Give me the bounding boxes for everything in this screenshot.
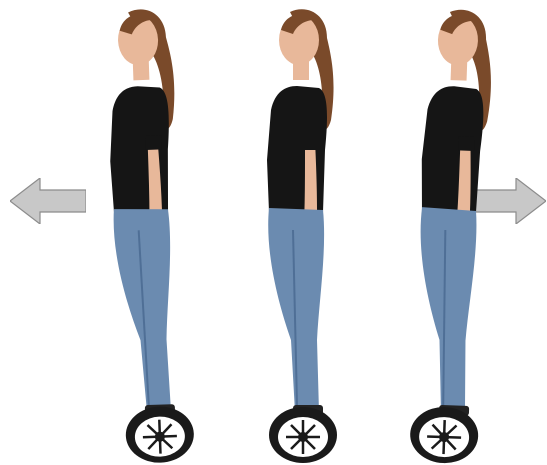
rider-figure-2 xyxy=(235,0,365,465)
arrow-left-icon xyxy=(10,178,86,224)
rider-figure-3 xyxy=(380,0,510,465)
rider-figure-1 xyxy=(88,0,218,465)
